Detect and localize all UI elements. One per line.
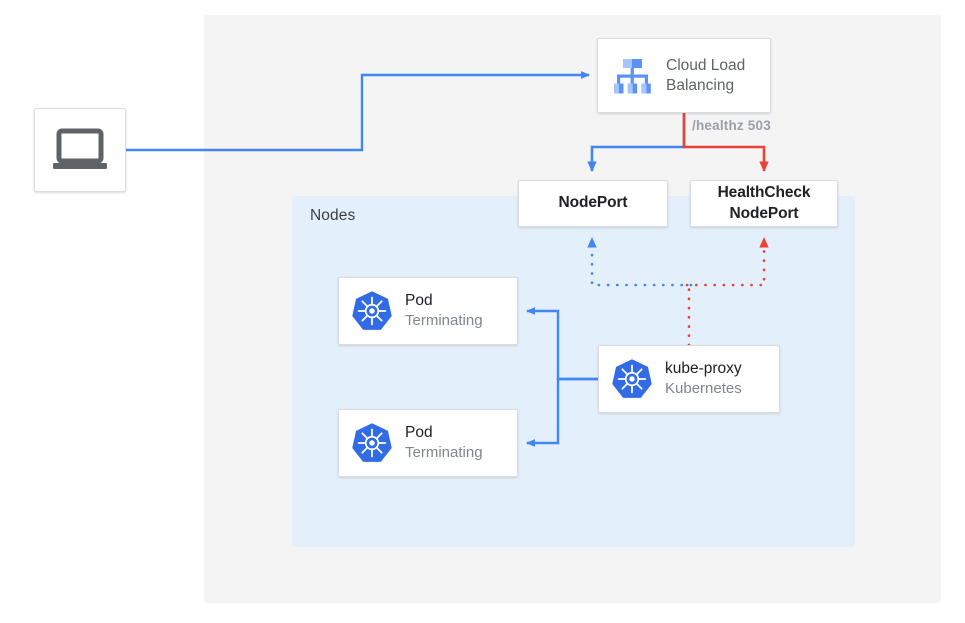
pod-1-title: Pod xyxy=(405,292,433,310)
clb-title-line1: Cloud Load xyxy=(666,56,746,74)
healthcheck-nodeport-label: HealthCheck NodePort xyxy=(718,183,811,223)
cloud-load-balancing-icon xyxy=(610,54,654,98)
pod-2-text: Pod Terminating xyxy=(405,423,483,462)
kubernetes-icon xyxy=(351,422,393,464)
laptop-icon xyxy=(52,128,108,172)
kubernetes-icon xyxy=(611,358,653,400)
clb-title-line2: Balancing xyxy=(666,76,735,94)
pod-1-text: Pod Terminating xyxy=(405,291,483,330)
nodes-panel-label: Nodes xyxy=(310,207,356,224)
pod-2-subtitle: Terminating xyxy=(405,444,483,462)
client-node[interactable] xyxy=(34,108,126,192)
pod-1-subtitle: Terminating xyxy=(405,312,483,330)
pod-node-1[interactable]: Pod Terminating xyxy=(338,277,518,345)
cloud-load-balancing-node[interactable]: Cloud Load Balancing xyxy=(597,38,771,113)
nodeport-label: NodePort xyxy=(558,194,628,212)
healthcheck-nodeport-label-line2: NodePort xyxy=(729,204,799,222)
cloud-load-balancing-text: Cloud Load Balancing xyxy=(666,56,745,96)
kube-proxy-text: kube-proxy Kubernetes xyxy=(665,359,742,398)
pod-node-2[interactable]: Pod Terminating xyxy=(338,409,518,477)
healthz-status-label: /healthz 503 xyxy=(692,118,771,133)
kube-proxy-title: kube-proxy xyxy=(665,360,742,378)
kubernetes-icon xyxy=(351,290,393,332)
kube-proxy-subtitle: Kubernetes xyxy=(665,380,742,398)
kube-proxy-node[interactable]: kube-proxy Kubernetes xyxy=(598,345,780,413)
healthcheck-nodeport-label-line1: HealthCheck xyxy=(717,184,811,202)
healthcheck-nodeport-node[interactable]: HealthCheck NodePort xyxy=(690,180,838,227)
pod-2-title: Pod xyxy=(405,424,433,442)
nodeport-node[interactable]: NodePort xyxy=(518,180,668,227)
